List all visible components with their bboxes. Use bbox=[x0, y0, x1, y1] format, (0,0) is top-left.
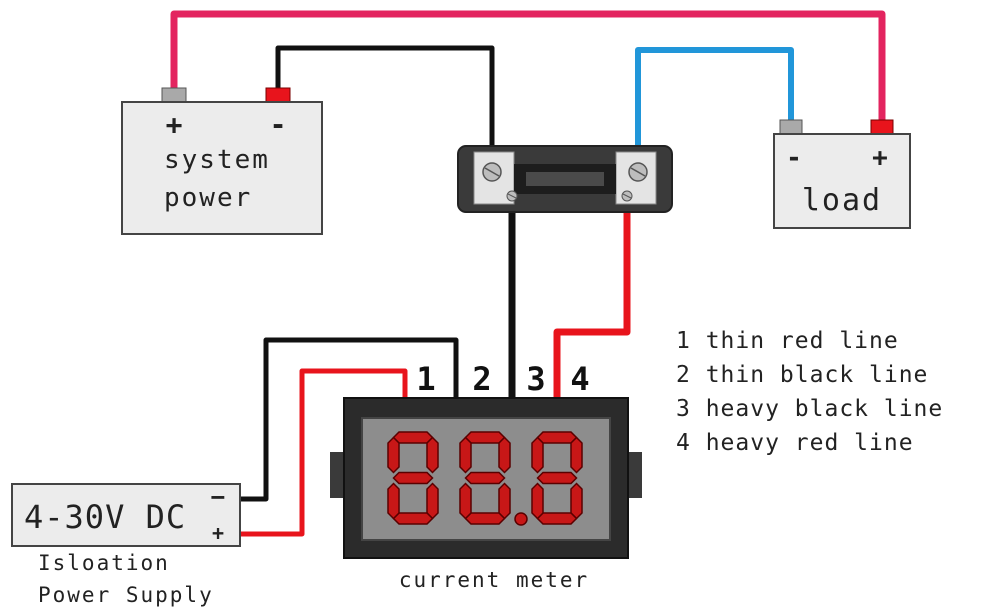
display-segment bbox=[538, 513, 577, 524]
load-negative-terminal bbox=[780, 120, 802, 134]
display-segment bbox=[427, 484, 438, 519]
display-segment bbox=[460, 438, 471, 473]
legend-item: 4 heavy red line bbox=[676, 430, 914, 456]
meter-terminal-3: 3 bbox=[526, 360, 545, 398]
load-label: load bbox=[802, 183, 882, 218]
display-segment bbox=[532, 438, 543, 473]
wire-legend: 1 thin red line 2 thin black line 3 heav… bbox=[676, 328, 943, 456]
shunt-right-screw-icon bbox=[629, 163, 647, 181]
display-segment bbox=[466, 432, 505, 443]
supply-plus-sign: + bbox=[212, 521, 224, 545]
meter-terminal-1: 1 bbox=[416, 360, 435, 398]
isolation-power-supply: 4-30V DC − + Isloation Power Supply bbox=[12, 483, 240, 607]
display-segment bbox=[532, 484, 543, 519]
legend-item: 2 thin black line bbox=[676, 362, 928, 388]
load-battery: - + load bbox=[774, 120, 910, 228]
system-power-plus-sign: + bbox=[166, 108, 183, 141]
system-power-negative-terminal bbox=[266, 88, 290, 102]
display-segment bbox=[427, 438, 438, 473]
legend-item: 1 thin red line bbox=[676, 328, 899, 354]
heavy-red-line bbox=[557, 200, 627, 406]
load-plus-sign: + bbox=[872, 143, 888, 173]
display-segment bbox=[388, 438, 399, 473]
system-power-label-line1: system bbox=[164, 145, 270, 175]
system-power-battery: + - system power bbox=[122, 88, 322, 234]
meter-terminal-4: 4 bbox=[570, 360, 589, 398]
supply-text: 4-30V DC bbox=[24, 498, 186, 536]
display-segment bbox=[571, 438, 582, 473]
meter-label: current meter bbox=[399, 568, 589, 592]
system-power-label-line2: power bbox=[164, 183, 252, 213]
supply-minus-sign: − bbox=[211, 483, 225, 511]
display-segment bbox=[394, 473, 433, 484]
display-segment bbox=[466, 473, 505, 484]
display-segment bbox=[466, 513, 505, 524]
legend-item: 3 heavy black line bbox=[676, 396, 943, 422]
shunt-resistor bbox=[458, 146, 672, 212]
supply-label-line2: Power Supply bbox=[38, 583, 214, 607]
display-segment bbox=[388, 484, 399, 519]
display-segment bbox=[394, 513, 433, 524]
system-power-positive-terminal bbox=[162, 88, 186, 102]
meter-terminal-2: 2 bbox=[472, 360, 491, 398]
load-positive-terminal bbox=[871, 120, 893, 134]
shunt-center-slot bbox=[526, 172, 604, 186]
display-segment bbox=[499, 438, 510, 473]
current-meter: 1 2 3 4 current meter bbox=[330, 360, 642, 592]
display-decimal-point bbox=[515, 513, 527, 525]
display-segment bbox=[538, 432, 577, 443]
shunt-left-small-screw-icon bbox=[507, 191, 517, 201]
display-segment bbox=[538, 473, 577, 484]
blue-wire bbox=[638, 50, 791, 146]
system-power-minus-sign: - bbox=[270, 108, 287, 141]
load-minus-sign: - bbox=[786, 143, 802, 173]
display-segment bbox=[394, 432, 433, 443]
shunt-left-screw-icon bbox=[483, 163, 501, 181]
display-segment bbox=[499, 484, 510, 519]
supply-label-line1: Isloation bbox=[38, 551, 170, 575]
shunt-right-small-screw-icon bbox=[622, 191, 632, 201]
display-segment bbox=[571, 484, 582, 519]
display-segment bbox=[460, 484, 471, 519]
